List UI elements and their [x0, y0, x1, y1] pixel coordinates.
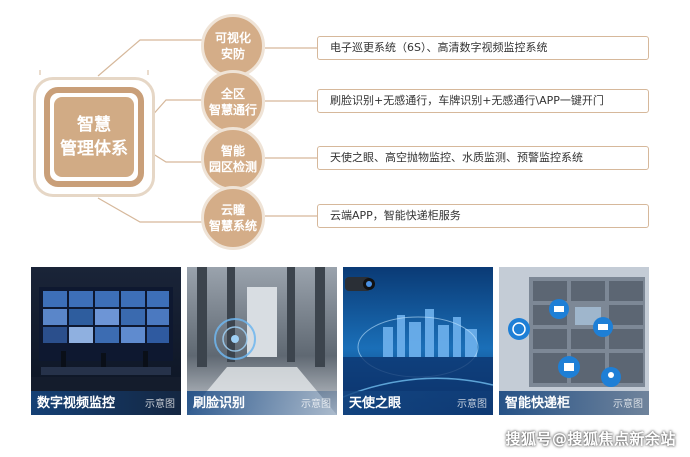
photo-strip: 数字视频监控 示意图 刷脸识别 示意图 [31, 267, 651, 415]
video-wall-image [31, 267, 181, 415]
photo-note: 示意图 [145, 399, 175, 410]
description-detection: 天使之眼、高空抛物监控、水质监测、预警监控系统 [317, 146, 649, 170]
node-security: 可视化 安防 [201, 14, 265, 78]
caption-band [499, 391, 649, 415]
photo-note: 示意图 [457, 399, 487, 410]
photo-caption: 智能快递柜 [505, 396, 571, 411]
caption-band [343, 391, 493, 415]
management-system-diagram: 智慧 管理体系 可视化 安防 全区 智慧通行 智能 园区检测 云瞳 智慧系统 电… [33, 14, 649, 250]
node-detection: 智能 园区检测 [201, 127, 265, 191]
description-access: 刷脸识别+无感通行，车牌识别+无感通行\APP一键开门 [317, 89, 649, 113]
photo-video-monitoring: 数字视频监控 示意图 [31, 267, 181, 415]
photo-angel-eye: 天使之眼 示意图 [343, 267, 493, 415]
photo-parcel-locker: 智能快递柜 示意图 [499, 267, 649, 415]
photo-note: 示意图 [613, 399, 643, 410]
node-access: 全区 智慧通行 [201, 70, 265, 134]
node-cloud: 云瞳 智慧系统 [201, 186, 265, 250]
description-cloud: 云端APP，智能快递柜服务 [317, 204, 649, 228]
photo-caption: 刷脸识别 [193, 396, 246, 411]
photo-caption: 数字视频监控 [37, 396, 116, 411]
photo-face-recognition: 刷脸识别 示意图 [187, 267, 337, 415]
hub-title: 智慧 管理体系 [54, 97, 134, 177]
connector-lines [39, 39, 317, 223]
photo-caption: 天使之眼 [349, 396, 402, 411]
caption-band [187, 391, 337, 415]
source-watermark: 搜狐号@搜狐焦点新余站 [505, 430, 676, 448]
caption-band [31, 391, 181, 415]
photo-note: 示意图 [301, 399, 331, 410]
description-security: 电子巡更系统（6S）、高清数字视频监控系统 [317, 36, 649, 60]
